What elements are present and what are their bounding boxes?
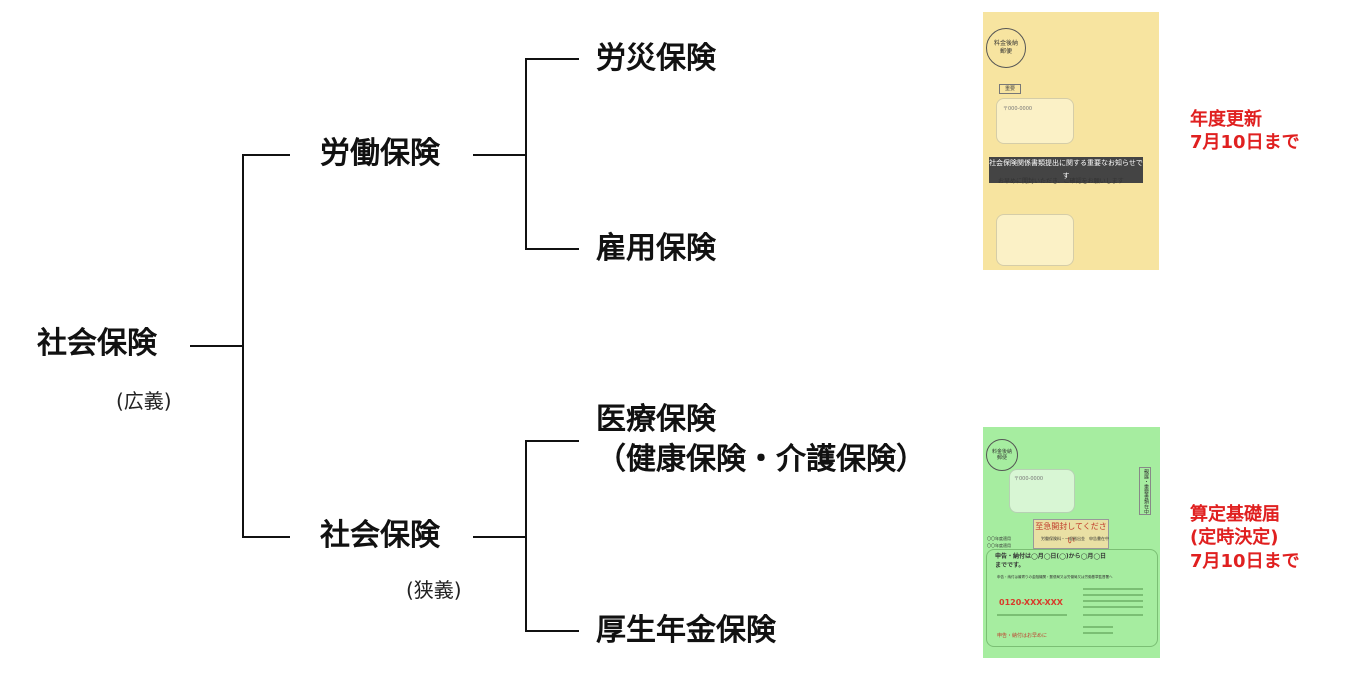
node-root-sub: (広義)	[116, 389, 172, 413]
info-stripe	[1083, 632, 1113, 634]
connector-labor-vertical	[525, 58, 527, 250]
connector-iryou	[525, 440, 579, 442]
node-koyou-label: 雇用保険	[596, 231, 716, 266]
confidential-tag: 親展・重要書類在中	[1139, 467, 1151, 515]
envelope-green-image: 料金後納 郵便 〒000-0000 親展・重要書類在中 至急開封してください 〇…	[983, 427, 1160, 658]
connector-labor	[242, 154, 290, 156]
node-kousei-label: 厚生年金保険	[596, 613, 776, 648]
note-santei-kiso: 算定基礎届 (定時決定) 7月10日まで	[1190, 504, 1300, 572]
connector-koyou	[525, 248, 579, 250]
postage-stamp-yellow: 料金後納 郵便	[986, 28, 1026, 68]
node-iryou-line1: 医療保険	[596, 402, 716, 437]
info-stripe	[1083, 588, 1143, 590]
important-tag: 重要	[999, 84, 1021, 94]
address-window-green: 〒000-0000	[1009, 469, 1075, 513]
phone-number: 0120-XXX-XXX	[999, 598, 1063, 607]
info-stripe	[997, 614, 1067, 616]
notice-banner: 社会保険関係書類提出に関する重要なお知らせです	[989, 157, 1143, 183]
info-stripe	[1083, 606, 1143, 608]
notice-body: お早めに開封いただき、ご確認をお願いします	[998, 178, 1124, 185]
return-window-yellow	[996, 214, 1074, 266]
node-rousai-label: 労災保険	[596, 41, 716, 76]
envelope-yellow-image: 料金後納 郵便 重要 〒000-0000 社会保険関係書類提出に関する重要なお知…	[983, 12, 1159, 270]
info-stripe	[1083, 614, 1143, 616]
connector-root-vertical	[242, 154, 244, 538]
info-stripe	[1083, 600, 1143, 602]
deadline-line2: までです。	[995, 562, 1025, 569]
node-iryou-line2: （健康保険・介護保険）	[596, 442, 926, 477]
applicable-year-2: 〇〇年度適用	[987, 543, 1011, 548]
connector-rousai	[525, 58, 579, 60]
info-stripe	[1083, 626, 1113, 628]
postage-stamp-green: 料金後納 郵便	[986, 439, 1018, 471]
connector-social-out	[473, 536, 527, 538]
payment-info: 申告・納付は最寄りの金融機関・郵便局又は労働局又は労働基準監督署へ	[997, 575, 1113, 579]
urgent-banner: 至急開封してください	[1033, 519, 1109, 549]
connector-social-vertical	[525, 440, 527, 632]
note-yearly-update: 年度更新 7月10日まで	[1190, 109, 1300, 154]
enclosure-note: 労働保険料・一般拠出金 申告書在中	[1041, 536, 1109, 541]
connector-kousei	[525, 630, 579, 632]
deadline-line1: 申告・納付は◯月◯日(◯)から◯月◯日	[995, 553, 1107, 560]
node-social-label: 社会保険	[320, 518, 440, 553]
connector-root	[190, 345, 244, 347]
connector-social	[242, 536, 290, 538]
connector-labor-out	[473, 154, 527, 156]
node-labor-label: 労働保険	[320, 136, 440, 171]
node-social-sub: (狭義)	[406, 578, 462, 602]
deadline-box	[986, 549, 1158, 647]
address-window-yellow: 〒000-0000	[996, 98, 1074, 144]
node-root-label: 社会保険	[37, 326, 157, 361]
applicable-year-1: 〇〇年度適用	[987, 536, 1011, 541]
info-stripe	[1083, 594, 1143, 596]
bottom-note: 申告・納付はお早めに	[997, 633, 1048, 639]
